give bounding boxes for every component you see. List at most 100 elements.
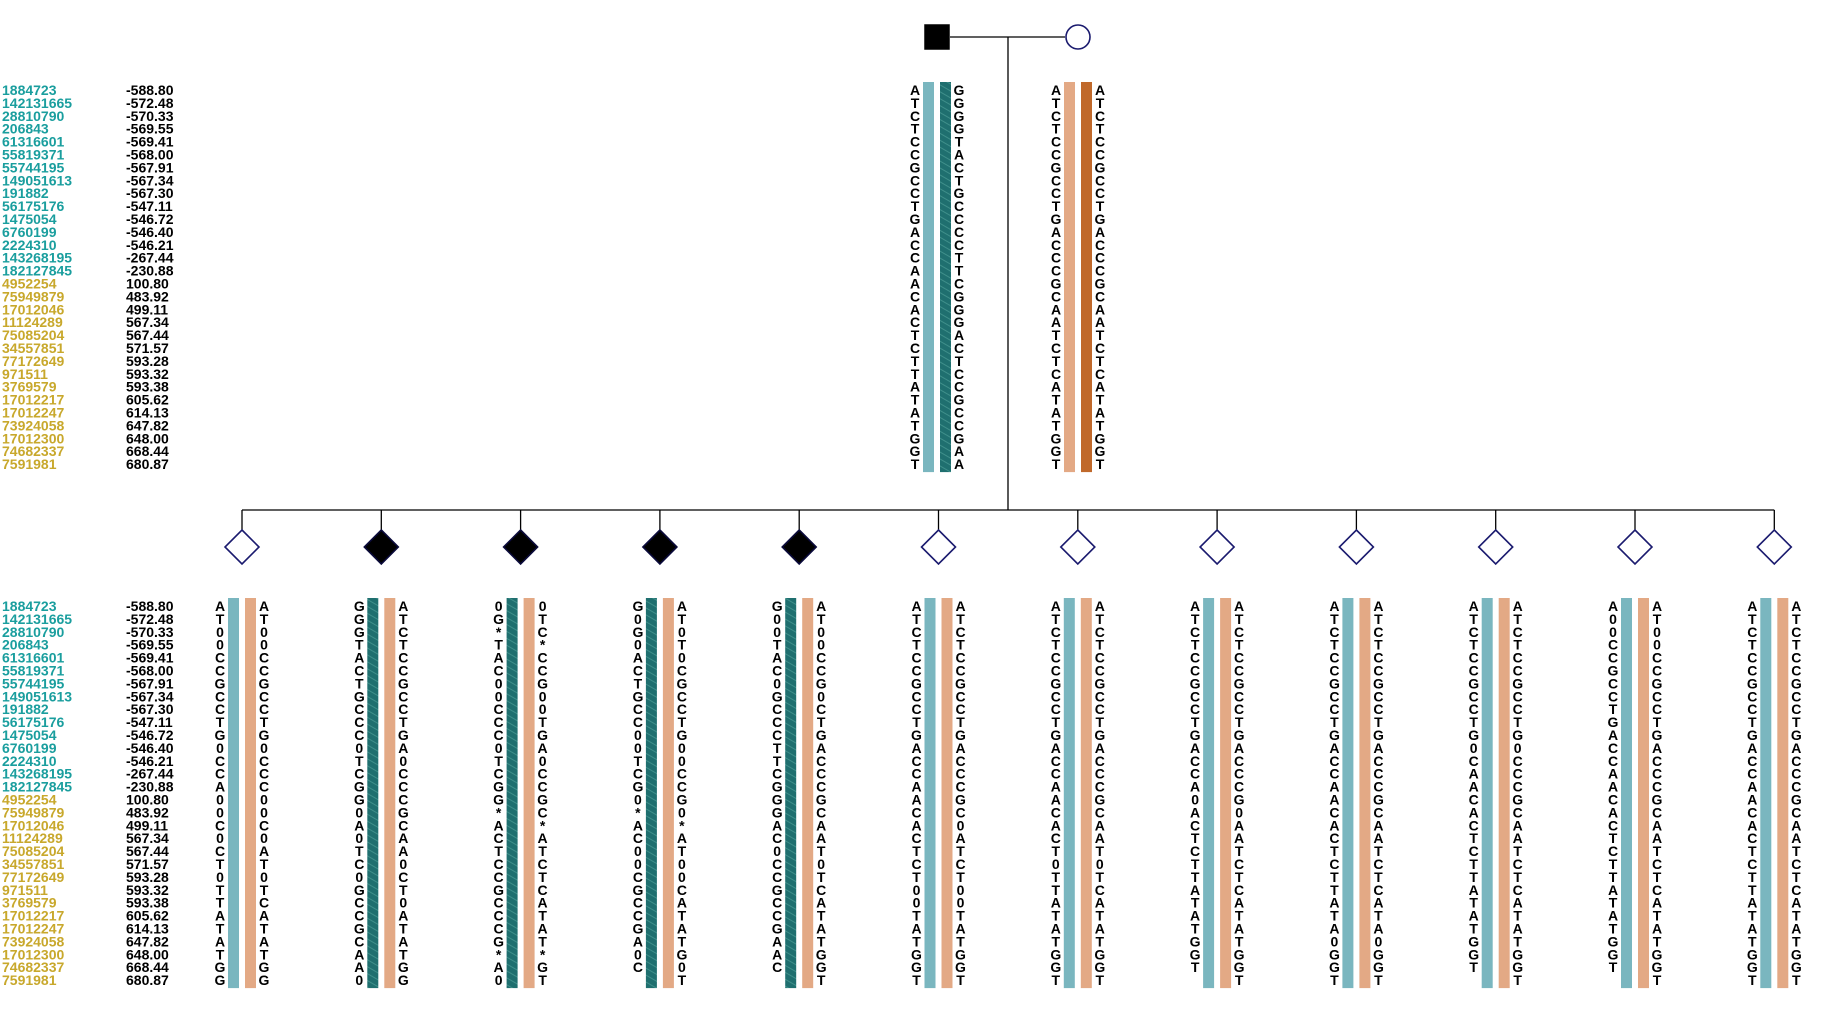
allele-right: 0 (1096, 856, 1104, 872)
allele-right: A (538, 895, 548, 911)
allele-right: 0 (539, 688, 547, 704)
allele-left: C (910, 340, 920, 356)
marker-position: 605.62 (126, 908, 169, 924)
haplotype-bar-right (1638, 598, 1649, 989)
allele-left: C (1469, 650, 1479, 666)
allele-left: A (354, 650, 364, 666)
allele-left: C (1608, 675, 1618, 691)
allele-right: C (398, 869, 408, 885)
allele-left: C (1190, 688, 1200, 704)
allele-right: * (679, 817, 685, 833)
allele-right: T (1096, 198, 1105, 214)
allele-right: A (1234, 921, 1244, 937)
allele-left: T (1052, 95, 1061, 111)
allele-left: G (1051, 211, 1062, 227)
allele-right: G (955, 946, 966, 962)
haplotype-bar-right (940, 82, 951, 473)
allele-right: A (1373, 830, 1383, 846)
allele-right: T (1792, 869, 1801, 885)
allele-right: G (1234, 675, 1245, 691)
allele-left: T (1052, 392, 1061, 408)
allele-left: G (772, 804, 783, 820)
allele-right: A (398, 933, 408, 949)
allele-left: A (215, 598, 225, 614)
allele-left: C (910, 185, 920, 201)
allele-left: C (911, 753, 921, 769)
allele-right: C (1095, 147, 1105, 163)
marker-id: 1475054 (2, 727, 57, 743)
allele-left: A (1608, 804, 1618, 820)
marker-id: 73924058 (2, 933, 65, 949)
allele-left: A (911, 817, 921, 833)
marker-id: 11124289 (2, 830, 63, 846)
allele-left: T (1609, 701, 1618, 717)
allele-right: T (817, 933, 826, 949)
allele-right: T (1653, 611, 1662, 627)
allele-right: T (1235, 637, 1244, 653)
allele-right: G (1652, 946, 1663, 962)
allele-right: C (259, 650, 269, 666)
allele-right: T (1792, 908, 1801, 924)
allele-right: C (398, 792, 408, 808)
allele-left: G (1747, 675, 1758, 691)
allele-right: C (1095, 263, 1105, 279)
haplotype-bar-left (1342, 598, 1354, 989)
allele-left: C (1329, 766, 1339, 782)
allele-right: G (1791, 959, 1802, 975)
allele-right: G (1652, 959, 1663, 975)
marker-position: -572.48 (126, 611, 174, 627)
allele-right: C (1095, 366, 1105, 382)
unaffected-child-symbol (1338, 528, 1375, 566)
allele-left: G (772, 921, 783, 937)
unaffected-child-symbol (1059, 528, 1096, 566)
allele-left: T (773, 753, 782, 769)
allele-right: C (1791, 804, 1801, 820)
allele-left: A (1190, 779, 1200, 795)
allele-right: C (1513, 804, 1523, 820)
allele-left: A (1747, 792, 1757, 808)
allele-right: A (538, 740, 548, 756)
haplotype-bar-left (924, 598, 936, 989)
allele-left: C (1469, 701, 1479, 717)
allele-left: 0 (355, 869, 363, 885)
allele-right: T (956, 843, 965, 859)
allele-right: C (398, 624, 408, 640)
allele-right: C (1095, 108, 1105, 124)
allele-left: C (1747, 753, 1757, 769)
allele-left: C (772, 830, 782, 846)
allele-left: T (1330, 882, 1339, 898)
allele-left: C (1051, 185, 1061, 201)
allele-right: 0 (399, 895, 407, 911)
allele-left: G (493, 882, 504, 898)
marker-position: -567.91 (126, 159, 174, 175)
allele-left: A (1329, 921, 1339, 937)
allele-right: G (816, 946, 827, 962)
allele-left: * (496, 946, 502, 962)
allele-right: C (538, 663, 548, 679)
allele-left: 0 (773, 611, 781, 627)
allele-right: C (1373, 882, 1383, 898)
allele-left: T (1748, 611, 1757, 627)
allele-left: C (910, 147, 920, 163)
allele-left: G (910, 430, 921, 446)
marker-id: 34557851 (2, 340, 65, 356)
allele-right: G (816, 675, 827, 691)
allele-left: 0 (773, 843, 781, 859)
allele-left: C (911, 804, 921, 820)
allele-right: G (1095, 430, 1106, 446)
marker-id: 7591981 (2, 456, 57, 472)
allele-left: G (1747, 959, 1758, 975)
haplotype-bar-right (802, 598, 814, 989)
marker-position: -569.55 (126, 637, 174, 653)
allele-right: 0 (678, 624, 686, 640)
marker-id: 206843 (2, 637, 49, 653)
allele-right: C (1652, 753, 1662, 769)
allele-right: G (954, 95, 965, 111)
allele-left: G (911, 946, 922, 962)
marker-position: 605.62 (126, 392, 169, 408)
allele-left: A (1469, 804, 1479, 820)
allele-left: C (910, 134, 920, 150)
allele-right: C (1791, 766, 1801, 782)
